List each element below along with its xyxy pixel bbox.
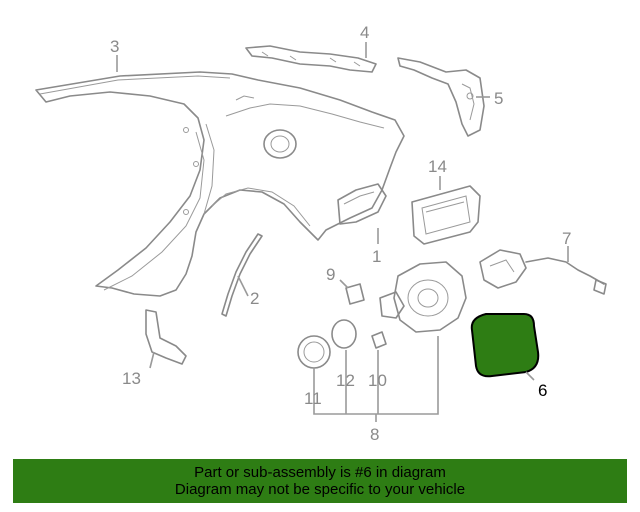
callout-7: 7 <box>562 229 571 248</box>
rear-bracket <box>397 57 485 137</box>
quarter-panel <box>35 71 405 297</box>
callout-1: 1 <box>372 247 381 266</box>
banner-line-2: Diagram may not be specific to your vehi… <box>174 481 466 498</box>
callout-4: 4 <box>360 23 369 42</box>
callout-2: 2 <box>250 289 259 308</box>
callout-5: 5 <box>494 89 503 108</box>
wheel-arch-molding <box>221 233 263 317</box>
callout-10: 10 <box>368 371 387 390</box>
leader-lines <box>116 42 569 422</box>
door-clip <box>371 331 387 349</box>
callout-labels: 1 2 3 4 5 6 7 8 9 10 11 12 13 14 <box>110 23 571 444</box>
callout-11: 11 <box>304 389 322 408</box>
fuel-door-housing <box>411 185 481 245</box>
callout-8: 8 <box>370 425 379 444</box>
callout-12: 12 <box>336 371 355 390</box>
filler-seal <box>297 335 331 369</box>
fuel-door-actuator <box>479 249 607 295</box>
callout-3: 3 <box>110 37 119 56</box>
callout-14: 14 <box>428 157 447 176</box>
cap-seal <box>331 319 357 349</box>
upper-bracket <box>245 45 377 73</box>
fuel-door-highlighted[interactable] <box>470 313 540 378</box>
callout-13: 13 <box>122 369 141 388</box>
callout-6: 6 <box>538 381 547 400</box>
banner-line-1: Part or sub-assembly is #6 in diagram <box>194 464 446 481</box>
info-banner: Part or sub-assembly is #6 in diagram Di… <box>13 459 627 503</box>
bumper-clip <box>345 283 365 305</box>
filler-pocket <box>379 261 467 333</box>
lower-bracket <box>145 309 187 365</box>
callout-9: 9 <box>326 265 335 284</box>
